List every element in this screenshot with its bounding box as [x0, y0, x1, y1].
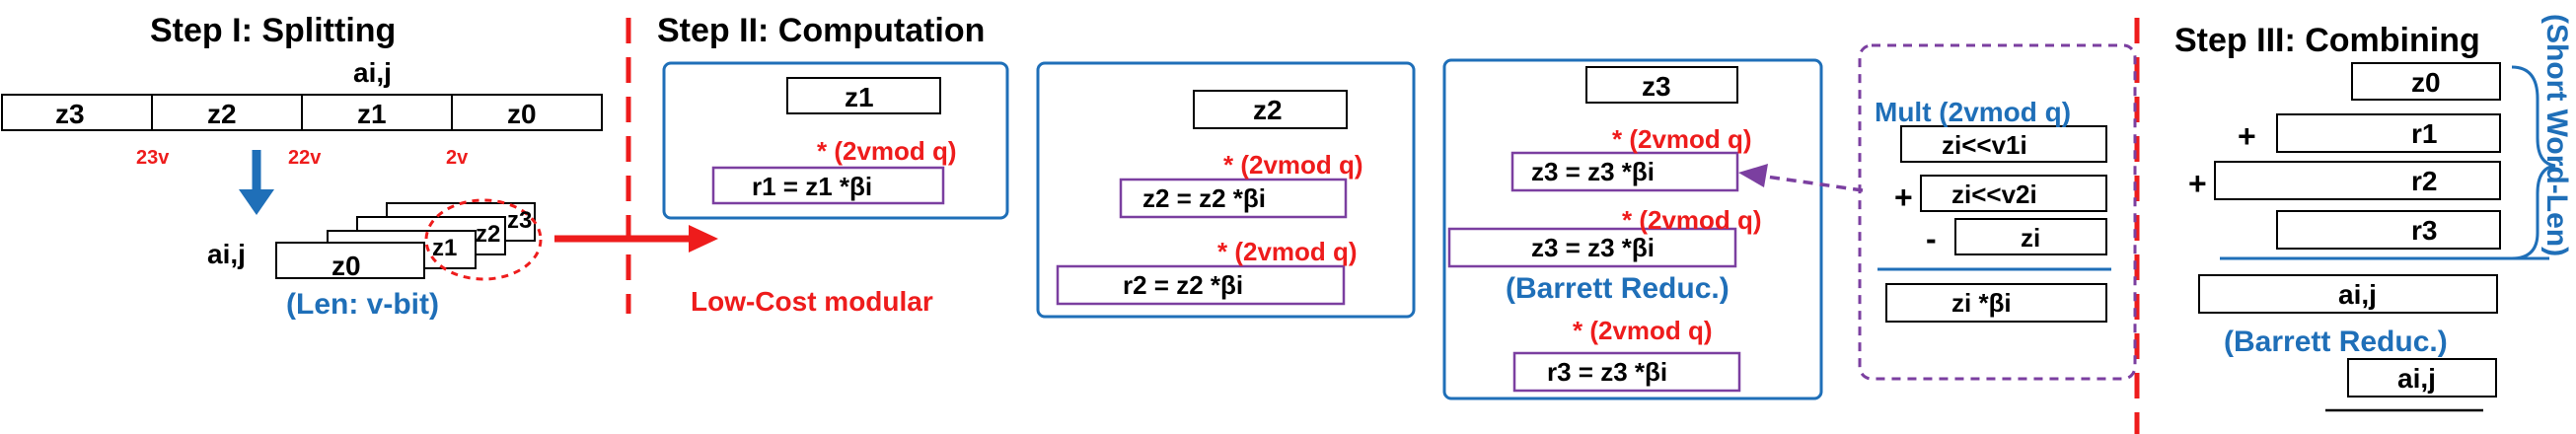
mult-title: Mult (2vmod q)	[1875, 97, 2072, 127]
panel2-mid: z2 = z2 *βi	[1142, 183, 1266, 213]
combine-z0: z0	[2411, 67, 2441, 98]
low-cost-label: Low-Cost modular	[691, 286, 933, 317]
weight-v: 2v	[446, 147, 469, 169]
to-computation-arrow	[554, 225, 718, 253]
final-result: ai,j	[2397, 363, 2436, 394]
len-label: (Len: v-bit)	[286, 288, 439, 321]
stack-layer-z3: z3	[507, 207, 533, 234]
step3-title: Step III: Combining	[2174, 22, 2480, 59]
panel2-mod2: * (2vmod q)	[1217, 237, 1358, 266]
panel3-mod2: * (2vmod q)	[1622, 205, 1762, 235]
panel1-mod: * (2vmod q)	[817, 136, 957, 166]
panel-z1	[662, 61, 1009, 220]
panel3-mod1: * (2vmod q)	[1612, 124, 1752, 154]
panel3-mid2: z3 = z3 *βi	[1531, 233, 1655, 262]
mult-row2: zi<<v2i	[1951, 180, 2037, 209]
panel3-r: r3 = z3 *βi	[1547, 357, 1668, 387]
segment-z3: z3	[55, 99, 85, 129]
weight-3v: 23v	[136, 147, 170, 169]
stack-front-z0: z0	[331, 251, 361, 281]
mult-plus: +	[1894, 180, 1913, 215]
panel2-r: r2 = z2 *βi	[1123, 270, 1244, 300]
combine-plus-r1: +	[2238, 118, 2256, 154]
combine-r3: r3	[2411, 215, 2438, 246]
step3-barrett: (Barrett Reduc.)	[2224, 326, 2448, 358]
mult-result: zi *βi	[1951, 288, 2012, 318]
stack-layer-z1: z1	[432, 235, 458, 261]
combine-sum: ai,j	[2338, 279, 2377, 310]
panel-z3	[1442, 58, 1823, 400]
panel3-barrett: (Barrett Reduc.)	[1506, 272, 1730, 305]
combine-r1: r1	[2411, 118, 2438, 149]
step1-title: Step I: Splitting	[150, 12, 397, 49]
panel-z2	[1036, 61, 1416, 319]
split-down-arrow	[239, 150, 274, 215]
mult-row3: zi	[2021, 223, 2041, 253]
panel3-mod3: * (2vmod q)	[1573, 316, 1713, 345]
stack-label: ai,j	[207, 239, 246, 269]
word-length-brace	[2511, 65, 2556, 260]
panel3-mid1: z3 = z3 *βi	[1531, 157, 1655, 186]
segment-z2: z2	[207, 99, 237, 129]
segment-stack	[275, 202, 536, 279]
mult-to-panel-arrow	[1738, 164, 1864, 192]
step2-title: Step II: Computation	[657, 12, 986, 49]
panel2-z: z2	[1253, 95, 1283, 125]
short-word-len-label: (Short Word-Len)	[2540, 14, 2573, 257]
upper-segments-highlight	[424, 198, 543, 281]
input-label: ai,j	[353, 57, 392, 88]
panel1-z: z1	[845, 82, 874, 112]
stack-layer-z2: z2	[476, 221, 501, 248]
combine-plus-r2: +	[2188, 166, 2207, 201]
weight-2v: 22v	[288, 147, 322, 169]
combine-r2: r2	[2411, 166, 2438, 196]
panel3-z: z3	[1642, 71, 1671, 102]
mult-minus: -	[1926, 221, 1937, 256]
panel1-r: r1 = z1 *βi	[752, 172, 873, 201]
panel2-mod1: * (2vmod q)	[1223, 150, 1363, 180]
segment-z0: z0	[507, 99, 537, 129]
mult-row1: zi<<v1i	[1942, 130, 2027, 160]
segment-z1: z1	[357, 99, 387, 129]
